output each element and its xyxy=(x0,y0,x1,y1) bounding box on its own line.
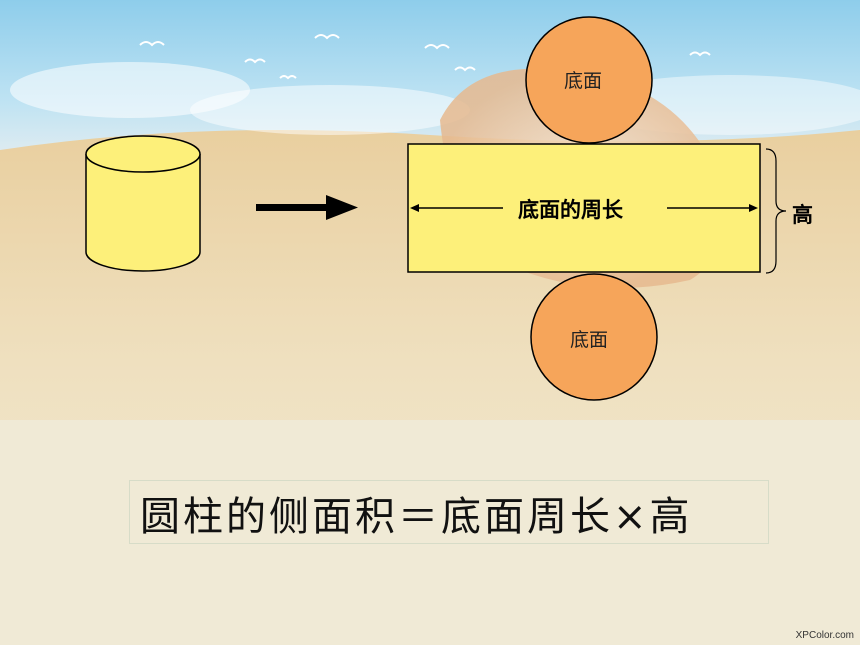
cylinder-shape xyxy=(84,134,204,280)
height-label: 高 xyxy=(792,203,813,227)
watermark-text: XPColor.com xyxy=(795,630,854,641)
formula-box xyxy=(129,480,769,544)
lateral-area-formula: 圆柱的侧面积＝底面周长×高 xyxy=(140,494,693,540)
circumference-label: 底面的周长 xyxy=(518,198,623,222)
lateral-rectangle xyxy=(407,143,763,279)
top-circle-label: 底面 xyxy=(564,70,603,92)
transform-arrow xyxy=(256,193,360,227)
base-circle-top xyxy=(523,14,657,152)
base-circle-bottom xyxy=(530,273,662,409)
height-brace xyxy=(764,147,788,279)
bottom-circle-label: 底面 xyxy=(570,329,609,351)
